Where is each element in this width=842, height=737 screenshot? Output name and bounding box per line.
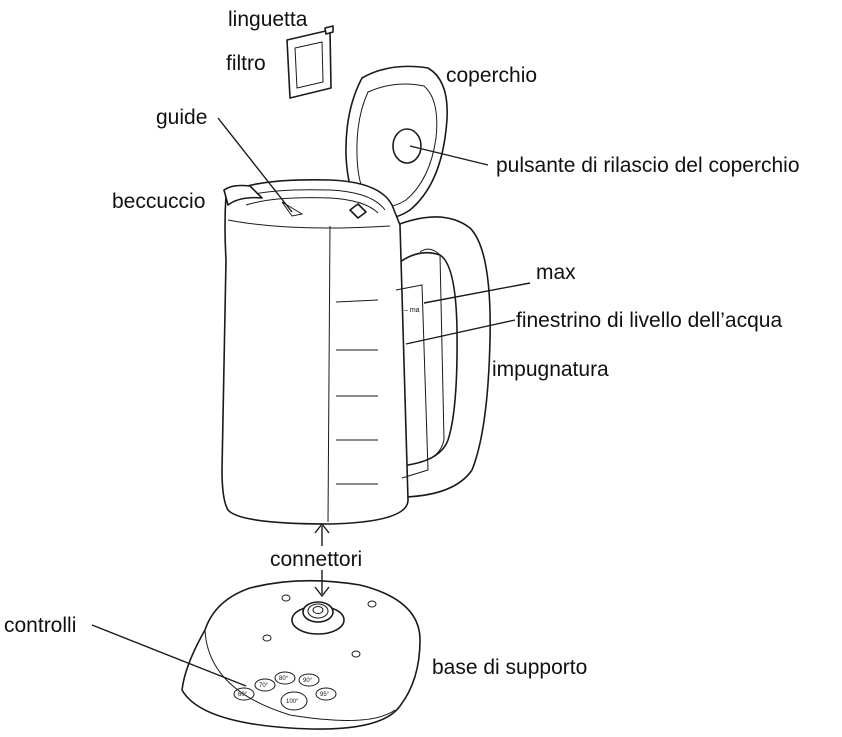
label-max: max	[536, 261, 576, 284]
label-guide: guide	[156, 106, 207, 129]
label-linguetta: linguetta	[228, 8, 308, 31]
base-illustration: 60° 70° 80° 90° 95° 100°	[181, 579, 421, 730]
temp-button-60: 60°	[238, 692, 248, 698]
label-impugnatura: impugnatura	[492, 358, 609, 381]
temp-button-90: 90°	[303, 678, 313, 684]
label-controlli: controlli	[4, 614, 76, 637]
temperature-buttons: 60° 70° 80° 90° 95° 100°	[233, 671, 337, 711]
label-beccuccio: beccuccio	[112, 190, 205, 213]
lid-illustration	[345, 65, 448, 225]
leader-lines	[91, 117, 531, 687]
window-max-mark: – ma	[404, 307, 420, 314]
kettle-body-illustration: – ma	[221, 178, 491, 525]
label-pulsante: pulsante di rilascio del coperchio	[496, 154, 800, 177]
temp-button-70: 70°	[259, 683, 269, 689]
temp-button-100: 100°	[286, 699, 299, 705]
label-coperchio: coperchio	[446, 64, 537, 87]
lid-release-button	[392, 128, 422, 164]
label-filtro: filtro	[226, 52, 266, 75]
label-finestrino: finestrino di livello dell’acqua	[516, 309, 782, 332]
label-connettori: connettori	[270, 548, 362, 571]
filter-illustration	[286, 25, 334, 99]
label-base: base di supporto	[432, 656, 587, 679]
temp-button-95: 95°	[320, 692, 330, 698]
temp-button-80: 80°	[279, 676, 289, 682]
